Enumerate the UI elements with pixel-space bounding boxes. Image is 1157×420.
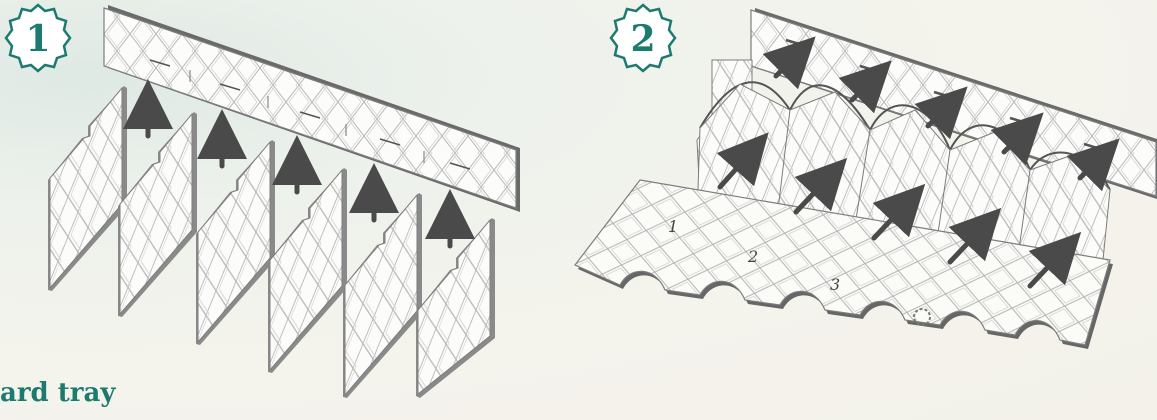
divider-6 [416,218,495,398]
panel-number-3: 3 [830,275,840,294]
divider-2 [118,112,197,317]
divider-3 [196,140,275,345]
divider-5 [343,193,422,398]
step-1-badge: 1 [6,5,70,71]
divider-1 [48,86,127,291]
panel-number-1: 1 [668,217,678,236]
panel-number-2: 2 [747,247,758,266]
step-1-number: 1 [25,18,50,60]
divider-4 [268,168,347,373]
step-2-number: 2 [630,18,655,60]
section-caption: ard tray [0,378,160,418]
step-2-badge: 2 [611,5,675,71]
